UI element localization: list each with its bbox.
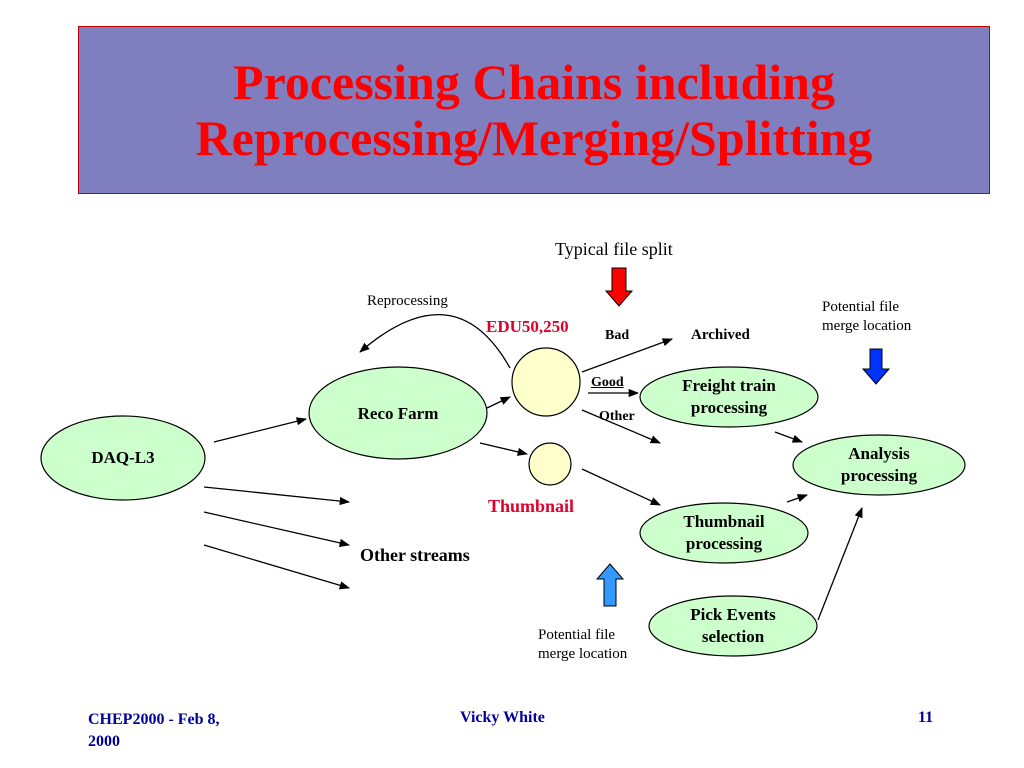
other-label: Other [599, 409, 635, 424]
arrow-bad-to-archived [581, 338, 673, 373]
thumbnail-label: Thumbnail [488, 496, 575, 516]
footer-conference: CHEP2000 - Feb 8, 2000 [88, 709, 220, 753]
arrow-other [581, 409, 661, 444]
footer-conference-line-1: CHEP2000 - Feb 8, [88, 711, 220, 728]
blue-down-arrow-icon [861, 348, 891, 385]
arrow-thumbnail-to-processing [581, 468, 661, 506]
merge-location-top-line-1: Potential file [822, 299, 900, 315]
freight-train-node [639, 366, 819, 428]
blue-up-arrow-icon [595, 563, 625, 607]
analysis-label-line-2: processing [840, 466, 918, 485]
merge-location-top-line-2: merge location [822, 318, 912, 334]
reco-farm-node [308, 366, 488, 460]
arrow-daq-stream-2 [203, 511, 351, 547]
title-banner: Processing Chains including Reprocessing… [78, 26, 990, 194]
merge-location-bottom-line-2: merge location [538, 646, 628, 662]
title-line-2: Reprocessing/Merging/Splitting [195, 110, 873, 166]
arrow-freight-to-analysis [774, 431, 803, 443]
good-label: Good [591, 375, 624, 390]
arrow-daq-to-reco [213, 417, 308, 443]
analysis-label: Analysis processing [793, 443, 965, 487]
pick-events-node [648, 595, 818, 657]
freight-train-label-line-1: Freight train [682, 376, 776, 395]
arrow-reco-to-edu [486, 396, 511, 409]
edu-label: EDU50,250 [486, 317, 569, 336]
analysis-node [792, 434, 966, 496]
arrow-daq-stream-1 [203, 486, 351, 506]
freight-train-label: Freight train processing [640, 375, 818, 419]
page-number: 11 [918, 709, 934, 726]
red-down-arrow-icon [604, 267, 634, 307]
arrow-reprocessing-loop [359, 314, 511, 369]
merge-location-top-label: Potential file merge location [822, 298, 911, 336]
bad-label: Bad [605, 328, 630, 343]
thumbnail-processing-label-line-1: Thumbnail [683, 512, 765, 531]
reco-farm-label: Reco Farm [357, 404, 439, 423]
edu-file-circle [511, 347, 581, 417]
arrow-daq-stream-3 [203, 544, 350, 590]
merge-location-bottom-line-1: Potential file [538, 627, 616, 643]
arrow-thumbproc-to-analysis [786, 494, 808, 503]
footer-author: Vicky White [460, 709, 545, 726]
thumbnail-processing-node [639, 502, 809, 564]
footer-conference-line-2: 2000 [88, 733, 120, 750]
archived-label: Archived [691, 327, 750, 343]
pick-events-label: Pick Events selection [649, 604, 817, 648]
thumbnail-processing-label-line-2: processing [685, 534, 763, 553]
daq-node [40, 415, 206, 501]
merge-location-bottom-label: Potential file merge location [538, 626, 627, 664]
freight-train-label-line-2: processing [690, 398, 768, 417]
slide-title: Processing Chains including Reprocessing… [196, 54, 873, 166]
daq-label: DAQ-L3 [91, 448, 155, 467]
title-line-1: Processing Chains including [232, 54, 835, 110]
other-streams-label: Other streams [360, 545, 470, 565]
arrow-reco-to-thumbnail [479, 442, 529, 456]
analysis-label-line-1: Analysis [848, 444, 910, 463]
thumbnail-file-circle [528, 442, 572, 486]
pick-events-label-line-2: selection [701, 627, 765, 646]
typical-file-split-label: Typical file split [555, 239, 673, 259]
reprocessing-label: Reprocessing [367, 293, 448, 309]
pick-events-label-line-1: Pick Events [690, 605, 776, 624]
thumbnail-processing-label: Thumbnail processing [640, 511, 808, 555]
arrow-pick-to-analysis [817, 507, 863, 621]
